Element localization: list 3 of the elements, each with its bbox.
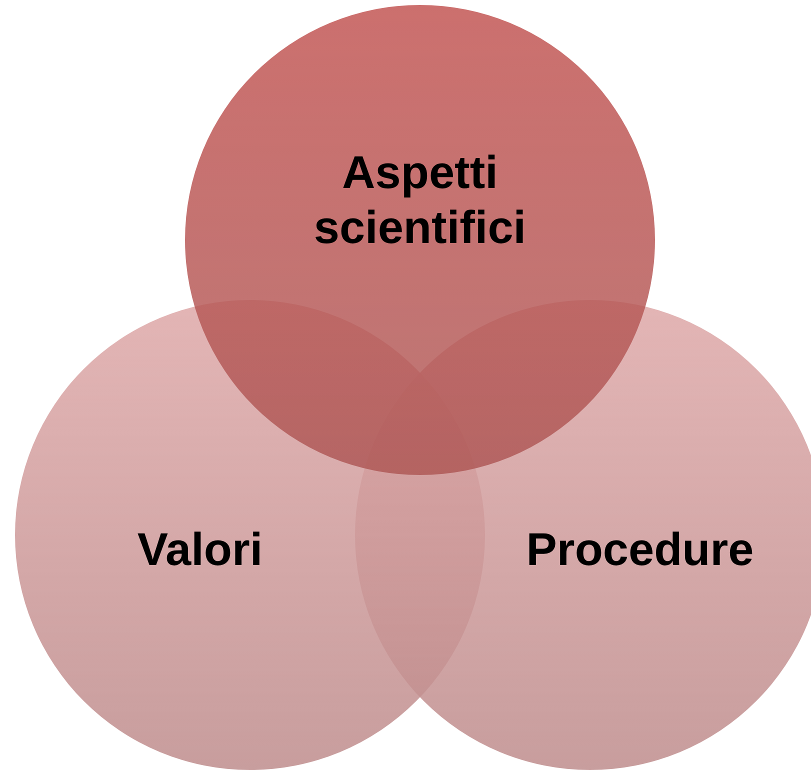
circle-label: Aspetti scientifici	[312, 144, 528, 255]
circle-label: Valori	[136, 522, 264, 578]
circle-label: Procedure	[525, 522, 755, 578]
